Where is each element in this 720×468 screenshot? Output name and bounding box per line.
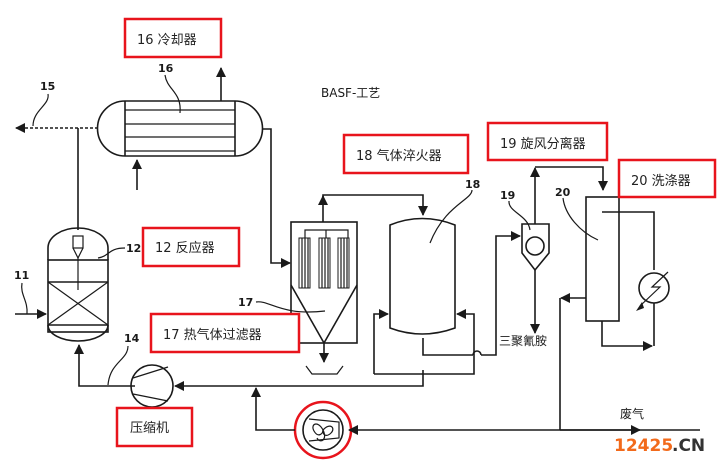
label-scrubber: 20 洗涤器 — [617, 158, 717, 199]
label-cyclone: 19 旋风分离器 — [486, 121, 609, 162]
leader-19 — [508, 200, 531, 231]
ref-14: 14 — [124, 332, 140, 345]
diagram-title: BASF-工艺 — [321, 86, 380, 100]
leader-20 — [562, 197, 599, 241]
label-compressor: 压缩机 — [115, 406, 194, 448]
ref-18: 18 — [465, 178, 480, 191]
ref-20: 20 — [555, 186, 571, 199]
cooler-16 — [96, 100, 264, 157]
ref-11: 11 — [14, 269, 29, 282]
label-cooler: 16 冷却器 — [123, 17, 223, 59]
leader-12 — [97, 247, 126, 259]
scrubber-20 — [585, 196, 620, 322]
reactor-12 — [47, 227, 109, 342]
svg-text:17 热气体过滤器: 17 热气体过滤器 — [163, 327, 262, 343]
ref-17: 17 — [238, 296, 253, 309]
svg-text:12425: 12425 — [614, 436, 673, 456]
leader-17 — [255, 301, 326, 313]
ref-16: 16 — [158, 62, 174, 75]
svg-text:19 旋风分离器: 19 旋风分离器 — [500, 136, 586, 152]
leader-18 — [429, 189, 473, 244]
leader-11 — [21, 282, 28, 315]
ref-19: 19 — [500, 189, 515, 202]
svg-text:16 冷却器: 16 冷却器 — [137, 33, 197, 48]
watermark: 12425 .CN — [614, 436, 705, 456]
leader-15 — [32, 93, 49, 127]
svg-text:.CN: .CN — [672, 436, 705, 456]
exhaust-gas-label: 废气 — [620, 406, 644, 421]
dust-collector — [305, 365, 344, 375]
hot-gas-filter-17 — [290, 221, 358, 344]
svg-text:12 反应器: 12 反应器 — [155, 240, 215, 256]
ref-15: 15 — [40, 80, 55, 93]
leader-14 — [107, 345, 129, 386]
heat-exchanger — [636, 271, 670, 311]
svg-text:20 洗涤器: 20 洗涤器 — [631, 174, 691, 189]
gas-quench-18 — [389, 217, 456, 335]
leader-16 — [164, 74, 181, 114]
cyclone-19 — [521, 223, 550, 272]
compressor-14 — [130, 364, 174, 408]
svg-text:18 气体淬火器: 18 气体淬火器 — [356, 148, 442, 164]
svg-text:压缩机: 压缩机 — [130, 420, 169, 436]
label-gas-quench: 18 气体淬火器 — [342, 133, 470, 175]
ref-12: 12 — [126, 242, 141, 255]
fan-blower — [293, 400, 353, 460]
label-reactor: 12 反应器 — [141, 226, 241, 268]
melamine-product: 三聚氰胺 — [499, 333, 547, 348]
label-hot-gas-filter: 17 热气体过滤器 — [149, 312, 301, 354]
